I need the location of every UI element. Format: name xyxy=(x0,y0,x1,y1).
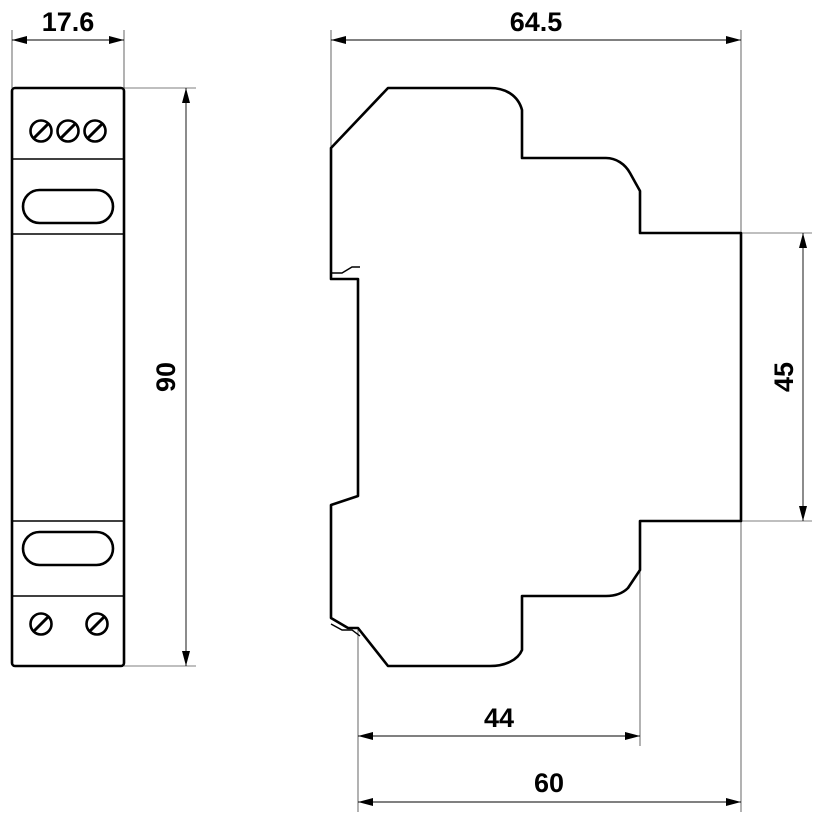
arrowhead-icon xyxy=(182,651,190,666)
arrowhead-icon xyxy=(799,233,807,248)
arrowhead-icon xyxy=(799,506,807,521)
dimension-label-inner-depth: 44 xyxy=(484,703,514,733)
dimension-total-depth: 64.5 xyxy=(330,7,742,233)
screw-terminal-icon xyxy=(56,119,80,143)
dimension-label-total-depth: 64.5 xyxy=(510,7,563,37)
dimension-label-front-height: 90 xyxy=(151,362,181,392)
front-view xyxy=(10,86,126,668)
screw-terminal-icon xyxy=(29,119,53,143)
arrowhead-icon xyxy=(182,88,190,103)
screw-terminal-icon xyxy=(85,612,109,636)
side-view-profile xyxy=(329,86,743,668)
screw-terminal-icon xyxy=(29,612,53,636)
arrowhead-icon xyxy=(109,36,124,44)
arrowhead-icon xyxy=(358,732,373,740)
side-view-din-clip-top xyxy=(331,266,360,274)
arrowhead-icon xyxy=(358,798,373,806)
front-view-body xyxy=(10,86,126,668)
screw-terminal-icon xyxy=(83,119,107,143)
arrowhead-icon xyxy=(726,36,741,44)
side-view xyxy=(329,86,743,668)
arrowhead-icon xyxy=(12,36,27,44)
front-view-bottom-label-window xyxy=(21,530,115,567)
dimension-inner-depth: 44 xyxy=(357,521,641,746)
dimension-label-profile-height: 45 xyxy=(769,362,799,392)
dimension-rail-depth: 60 xyxy=(357,521,742,812)
dimension-front-width: 17.6 xyxy=(11,7,125,88)
arrowhead-icon xyxy=(726,798,741,806)
dimension-profile-height: 45 xyxy=(741,232,812,522)
arrowhead-icon xyxy=(331,36,346,44)
dimension-label-rail-depth: 60 xyxy=(534,768,564,798)
side-view-din-clip-bottom xyxy=(330,623,361,637)
arrowhead-icon xyxy=(625,732,640,740)
front-view-top-label-window xyxy=(21,188,115,225)
dimension-label-front-width: 17.6 xyxy=(42,7,95,37)
dimension-front-height: 90 xyxy=(124,87,196,667)
